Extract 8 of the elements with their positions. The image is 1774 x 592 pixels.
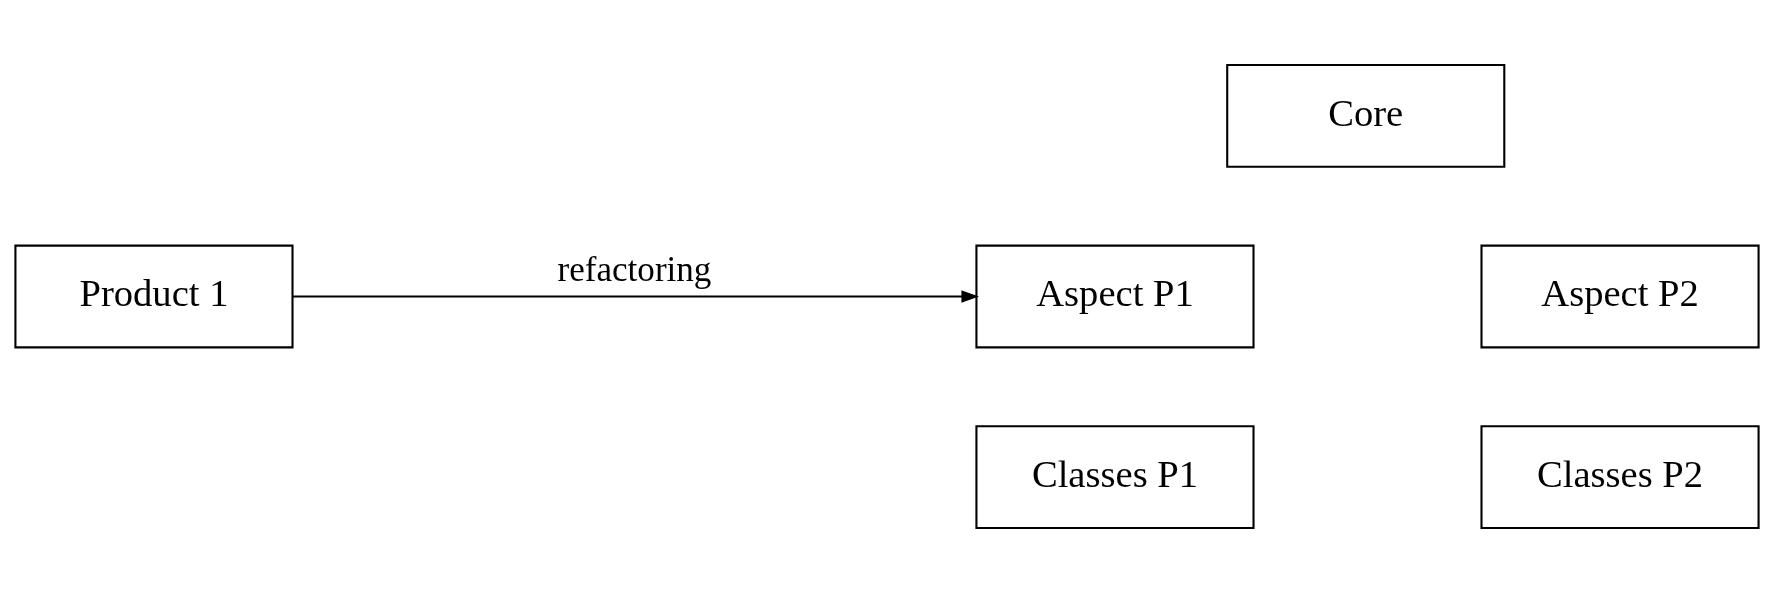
- edge-label: refactoring: [557, 249, 712, 289]
- node-box: Product 1: [14, 244, 294, 348]
- node-box: Aspect P2: [1480, 244, 1760, 348]
- node-box: Classes P1: [975, 424, 1255, 529]
- node-box: Aspect P1: [975, 244, 1255, 348]
- arrow: [291, 289, 979, 303]
- node-box: Classes P2: [1480, 424, 1760, 529]
- node-box: Core: [1226, 63, 1506, 168]
